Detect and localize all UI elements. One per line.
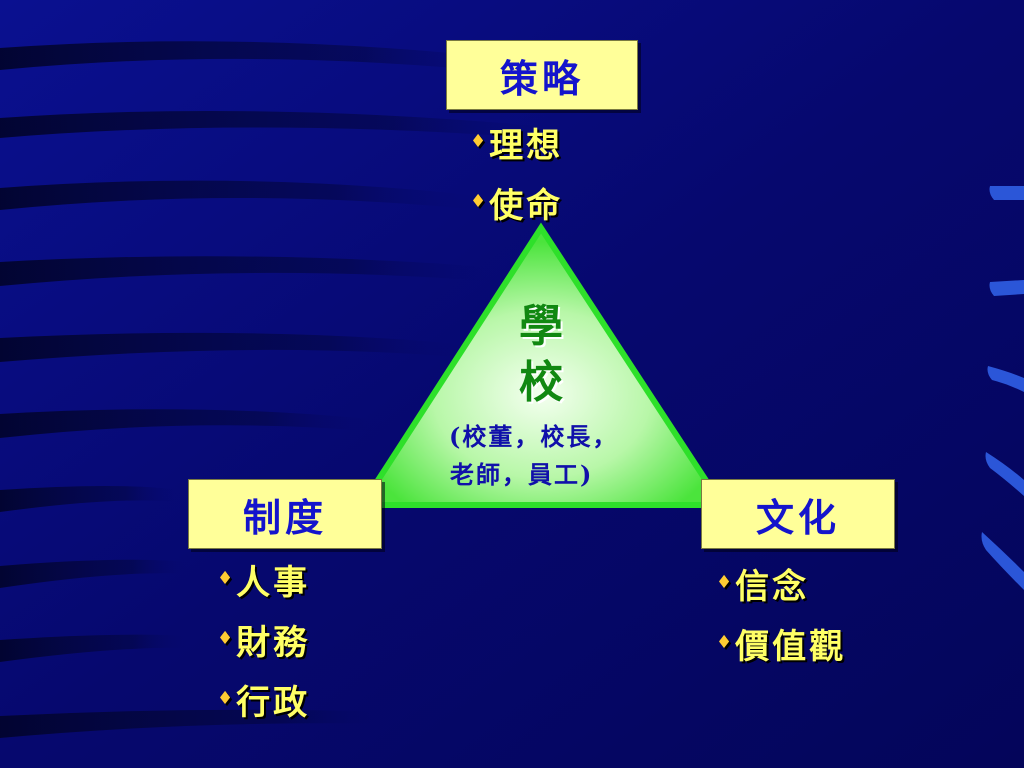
culture-item: 價值觀: [735, 627, 847, 667]
school-triangle: [356, 222, 728, 508]
background-streak: [0, 409, 380, 438]
background-streak: [0, 709, 400, 738]
background-streak: [0, 634, 190, 662]
school-title-line2: 校: [519, 357, 563, 408]
strategy-list: ♦理想 ♦使命: [470, 114, 563, 234]
diamond-icon: ♦: [217, 628, 234, 649]
diamond-icon: ♦: [217, 688, 234, 709]
list-item: ♦理想: [470, 114, 563, 174]
diamond-icon: ♦: [716, 632, 733, 653]
background-streak: [0, 110, 560, 140]
list-item: ♦價值觀: [716, 615, 846, 675]
school-members-line2: 老師，員工): [450, 460, 594, 489]
background-streak: [0, 256, 500, 286]
culture-box: 文化: [701, 479, 895, 549]
edge-accent: [989, 186, 1024, 200]
strategy-item: 理想: [489, 126, 564, 166]
culture-item: 信念: [735, 567, 810, 607]
system-title: 制度: [242, 494, 327, 540]
system-item: 人事: [236, 563, 311, 603]
background-streak: [0, 486, 180, 512]
edge-accent: [987, 366, 1024, 392]
list-item: ♦財務: [217, 611, 310, 671]
list-item: ♦人事: [217, 551, 310, 611]
strategy-item: 使命: [489, 186, 564, 226]
list-item: ♦使命: [470, 174, 563, 234]
diamond-icon: ♦: [470, 131, 487, 152]
culture-title: 文化: [755, 494, 840, 540]
diamond-icon: ♦: [716, 572, 733, 593]
background-streak: [0, 41, 520, 74]
edge-accent: [981, 532, 1024, 590]
diamond-icon: ♦: [217, 568, 234, 589]
edge-accent: [985, 452, 1024, 496]
background-streak: [0, 332, 470, 362]
school-members-line1: (校董，校長，: [449, 422, 619, 451]
background-streak: [0, 180, 480, 210]
strategy-box: 策略: [446, 40, 638, 110]
diamond-icon: ♦: [470, 191, 487, 212]
edge-accent: [989, 280, 1024, 296]
system-list: ♦人事 ♦財務 ♦行政: [217, 551, 310, 731]
culture-list: ♦信念 ♦價值觀: [716, 555, 846, 675]
list-item: ♦信念: [716, 555, 846, 615]
system-box: 制度: [188, 479, 382, 549]
list-item: ♦行政: [217, 671, 310, 731]
strategy-title: 策略: [499, 55, 584, 101]
system-item: 財務: [236, 623, 311, 663]
school-title-line1: 學: [519, 301, 563, 352]
background-streak: [0, 559, 190, 588]
system-item: 行政: [236, 683, 311, 723]
